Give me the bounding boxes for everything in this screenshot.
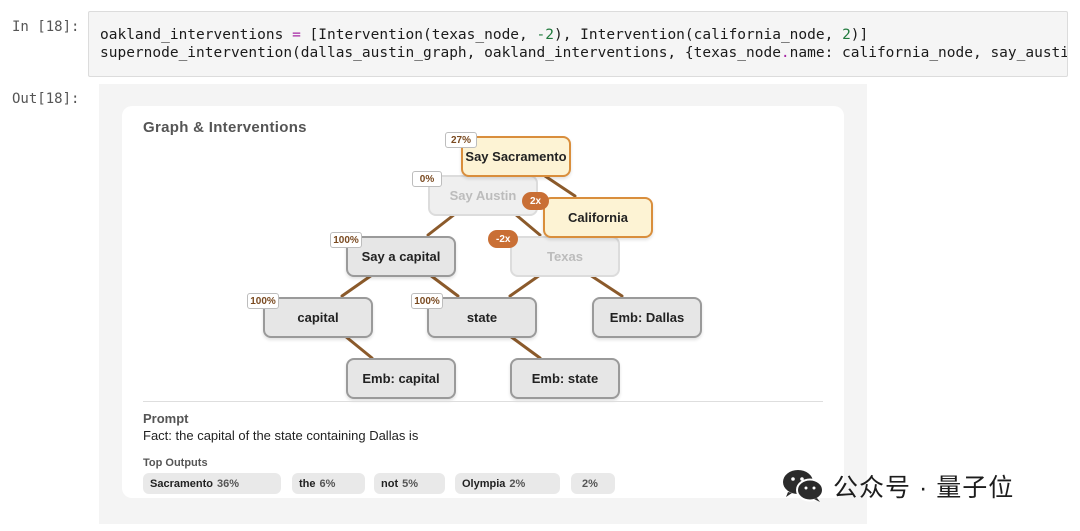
code-number: -2: [536, 27, 554, 43]
top-outputs-heading: Top Outputs: [143, 457, 208, 469]
node-badge-say-a-capital: 100%: [330, 232, 362, 248]
edge-say-capital-state: [428, 273, 460, 298]
edge-state-emb-state: [508, 334, 542, 360]
section-divider: [143, 401, 823, 402]
node-label: Texas: [547, 249, 583, 264]
edge-capital-emb-capital: [343, 334, 374, 360]
node-label: state: [466, 310, 498, 325]
code-token: name: california_node, say_austin_: [789, 45, 1068, 61]
watermark-text: 公众号 · 量子位: [833, 474, 1015, 502]
graph-title: Graph & Interventions: [143, 119, 307, 136]
edge-say-austin-say-capital: [426, 212, 457, 237]
node-say-sacramento[interactable]: Say Sacramento: [461, 136, 571, 177]
output-token: not: [381, 477, 399, 490]
output-token: Sacramento: [150, 477, 213, 490]
output-token: the: [299, 477, 316, 490]
edge-say-austin-texas: [513, 212, 542, 237]
code-token: [Intervention(texas_node,: [300, 27, 537, 43]
code-token: )]: [850, 27, 869, 43]
output-pct: 6%: [319, 477, 336, 490]
code-token: oakland_interventions: [100, 27, 293, 43]
prompt-heading: Prompt: [143, 411, 189, 426]
node-label: Say Austin: [449, 188, 517, 203]
edge-texas-state: [508, 273, 542, 298]
output-chip[interactable]: 2%: [571, 473, 615, 494]
code-number: 2: [842, 27, 851, 43]
node-badge-say-austin: 0%: [412, 171, 442, 187]
edge-say-capital-capital: [340, 273, 374, 298]
output-pct: 2%: [509, 477, 526, 490]
output-pct: 2%: [582, 477, 598, 490]
code-operator: =: [292, 27, 301, 43]
output-pct: 36%: [216, 477, 240, 490]
node-label: Emb: capital: [362, 371, 440, 386]
node-label: California: [568, 210, 628, 225]
code-token: ), Intervention(california_node,: [553, 27, 843, 43]
output-token: Olympia: [462, 477, 506, 490]
node-state[interactable]: state: [427, 297, 537, 338]
node-say-austin[interactable]: Say Austin: [428, 175, 538, 216]
node-texas[interactable]: Texas: [510, 236, 620, 277]
code-cell[interactable]: oakland_interventions = [Intervention(te…: [88, 11, 1068, 77]
intervention-pill-california: 2x: [522, 192, 550, 210]
output-pct: 5%: [402, 477, 419, 490]
code-operator: .: [780, 45, 790, 61]
input-prompt-label: In [18]:: [12, 19, 80, 35]
code-line-1: oakland_interventions = [Intervention(te…: [100, 27, 868, 43]
node-emb-state[interactable]: Emb: state: [510, 358, 620, 399]
node-label: Emb: state: [531, 371, 599, 386]
prompt-text: Fact: the capital of the state containin…: [143, 428, 419, 443]
node-badge-say-sacramento: 27%: [445, 132, 477, 148]
intervention-pill-texas: -2x: [488, 230, 519, 248]
output-prompt-label: Out[18]:: [12, 91, 80, 107]
edge-california-say-sacramento: [543, 174, 577, 198]
node-label: Emb: Dallas: [609, 310, 685, 325]
node-capital[interactable]: capital: [263, 297, 373, 338]
node-emb-capital[interactable]: Emb: capital: [346, 358, 456, 399]
code-token: supernode_intervention(dallas_austin_gra…: [100, 45, 781, 61]
watermark: 公众号 · 量子位: [781, 468, 1014, 504]
code-line-2: supernode_intervention(dallas_austin_gra…: [100, 45, 1068, 61]
node-badge-state: 100%: [411, 293, 443, 309]
node-california[interactable]: California: [543, 197, 653, 238]
edge-texas-emb-dallas: [588, 273, 624, 298]
wechat-icon: [783, 470, 824, 502]
node-label: capital: [297, 310, 339, 325]
node-label: Say Sacramento: [465, 149, 567, 164]
node-emb-dallas[interactable]: Emb: Dallas: [592, 297, 702, 338]
node-badge-capital: 100%: [247, 293, 279, 309]
node-label: Say a capital: [361, 249, 441, 264]
node-say-a-capital[interactable]: Say a capital: [346, 236, 456, 277]
